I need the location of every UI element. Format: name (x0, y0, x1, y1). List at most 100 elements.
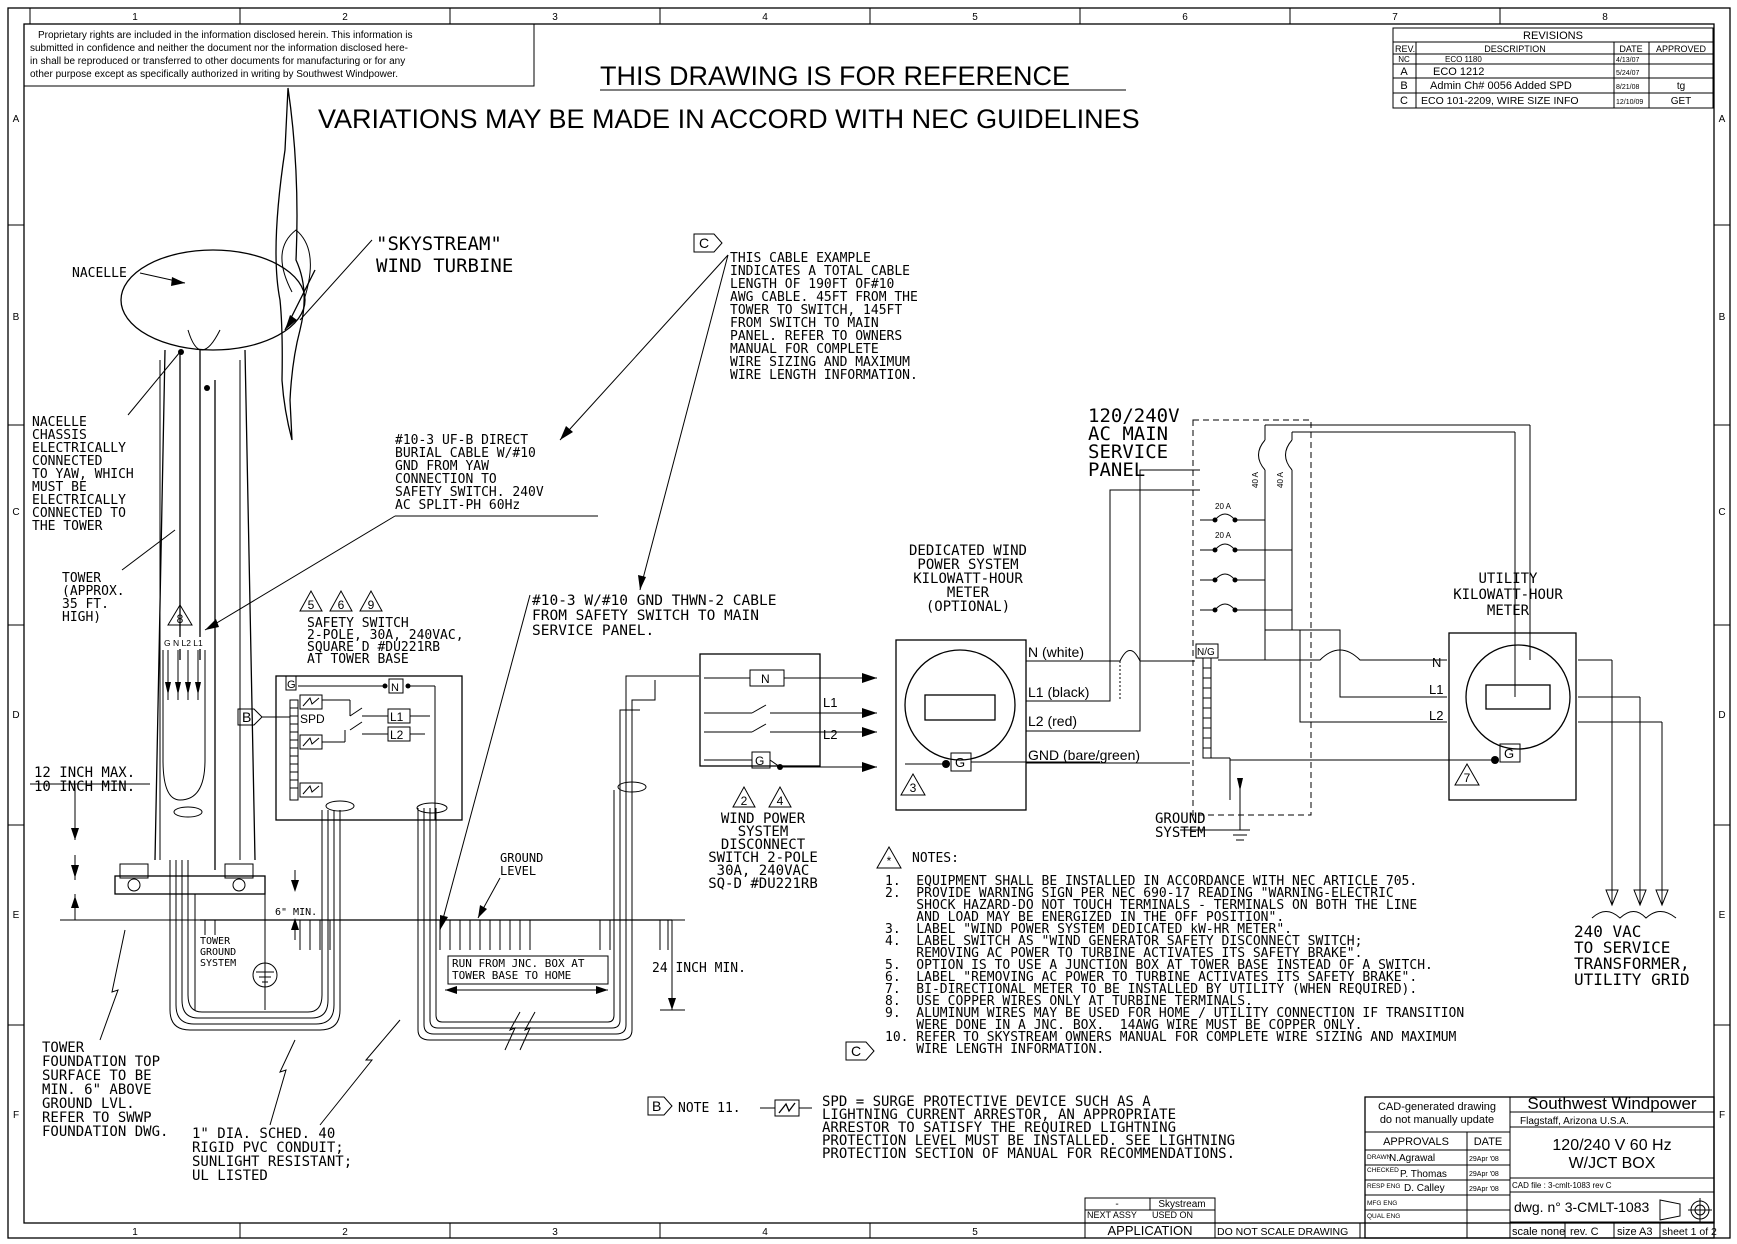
note-ref: 5 (308, 598, 315, 612)
rev-cell: A (1400, 66, 1408, 78)
mfg-label: MFG ENG (1367, 1200, 1397, 1207)
chassis-note-line: THE TOWER (32, 519, 103, 534)
checked-label: CHECKED (1367, 1167, 1399, 1174)
col-label: 1 (132, 1227, 138, 1238)
company-location: Flagstaff, Arizona U.S.A. (1520, 1116, 1629, 1127)
do-not-scale: DO NOT SCALE DRAWING (1217, 1226, 1348, 1238)
tower-foundation (30, 783, 266, 1010)
conduit-note-line: 1" DIA. SCHED. 40 (192, 1126, 335, 1142)
conduit-note-line: RIGID PVC CONDUIT; (192, 1140, 344, 1156)
tower-ground-line: SYSTEM (200, 958, 236, 969)
wind-turbine (120, 87, 316, 870)
row-label: A (13, 114, 20, 125)
rev-header: DESCRIPTION (1484, 44, 1546, 54)
breakers (1200, 424, 1530, 630)
note-line: 10. REFER TO SKYSTREAM OWNERS MANUAL FOR… (885, 1030, 1457, 1045)
tower-safety-switch: G N L1 L2 B SPD (237, 675, 463, 821)
note-11: B NOTE 11. SPD = SURGE PROTECTIVE DEVICE… (647, 1094, 1235, 1162)
disc-n: N (761, 672, 770, 686)
conduit-note-line: UL LISTED (192, 1168, 268, 1184)
note-ref: 8 (177, 612, 184, 626)
drawn-by: N.Agrawal (1389, 1153, 1435, 1164)
revision: rev. C (1570, 1226, 1599, 1238)
main-service-panel: 120/240V AC MAIN SERVICE PANEL N/G 20 A … (1088, 405, 1530, 841)
row-label: F (13, 1110, 19, 1121)
uf-cable-line: GND FROM YAW (395, 459, 489, 474)
chassis-note-line: ELECTRICALLY (32, 493, 126, 508)
col-label: 5 (972, 1227, 978, 1238)
tower-note-line: TOWER (62, 571, 101, 586)
grid-note-line: UTILITY GRID (1574, 970, 1690, 989)
thwn-cable-line: #10-3 W/#10 GND THWN-2 CABLE (532, 593, 776, 609)
disc-l2: L2 (823, 727, 837, 742)
rev-c-mark: C (851, 1043, 861, 1059)
util-meter-line: METER (1487, 603, 1530, 619)
rev-cell: ECO 1212 (1433, 66, 1484, 78)
wire-label: L2 (red) (1028, 713, 1077, 729)
thwn-cable-note: #10-3 W/#10 GND THWN-2 CABLE FROM SAFETY… (439, 593, 776, 931)
turbine-label-line: WIND TURBINE (376, 255, 513, 277)
proprietary-line: submitted in confidence and neither the … (30, 43, 408, 54)
row-label: A (1719, 114, 1726, 125)
burial-depth-label: 24 INCH MIN. (652, 961, 746, 976)
wire-label: N (white) (1028, 644, 1084, 660)
col-label: 8 (1602, 12, 1608, 23)
safety-switch-line: SQUARE D #DU221RB (307, 640, 440, 655)
breaker-rating: 20 A (1215, 531, 1232, 540)
sheet-size: size A3 (1617, 1226, 1652, 1238)
safety-switch-note: 5 6 9 SAFETY SWITCH 2-POLE, 30A, 240VAC,… (299, 589, 464, 667)
breaker-rating: 40 A (1276, 471, 1285, 488)
chassis-note: NACELLE CHASSIS ELECTRICALLY CONNECTED T… (32, 351, 181, 534)
nacelle-label: NACELLE (72, 266, 127, 281)
col-label: 4 (762, 1227, 768, 1238)
wire-label: L1 (black) (1028, 684, 1089, 700)
chassis-note-line: TO YAW, WHICH (32, 467, 134, 482)
revisions-table: REVISIONS REV. DESCRIPTION DATE APPROVED… (1392, 27, 1714, 109)
note-line: 5. OPTION IS TO USE A JUNCTION BOX AT TO… (885, 958, 1433, 973)
meter-dial-icon (904, 649, 1016, 761)
cable-example-line: AWG CABLE. 45FT FROM THE (730, 290, 918, 305)
tower-ground-system: TOWER GROUND SYSTEM (200, 925, 278, 988)
cable-example-line: PANEL. REFER TO OWNERS (730, 329, 902, 344)
rev-cell: 4/13/07 (1616, 57, 1639, 64)
note-11-label: NOTE 11. (678, 1101, 741, 1116)
scale: scale none (1512, 1226, 1565, 1238)
disc-switch-line: SWITCH 2-POLE (708, 850, 818, 866)
b-mark: B (242, 709, 251, 725)
panel-label-line: PANEL (1088, 459, 1145, 481)
rev-c-mark: C (699, 235, 709, 251)
ded-meter-line: KILOWATT-HOUR (913, 571, 1023, 587)
nacelle-shape (120, 249, 306, 351)
foundation-note-line: SURFACE TO BE (42, 1068, 152, 1084)
cable-example-line: WIRE LENGTH INFORMATION. (730, 368, 918, 383)
cable-example-line: THIS CABLE EXAMPLE (730, 251, 871, 266)
ng-bar: N/G (1197, 647, 1215, 658)
used-on-label: USED ON (1152, 1210, 1193, 1220)
switch-g: G (287, 679, 296, 691)
thwn-cable-line: FROM SAFETY SWITCH TO MAIN (532, 608, 759, 624)
note-ref: 6 (338, 598, 345, 612)
panel-label-line: AC MAIN (1088, 423, 1168, 445)
row-label: B (1719, 312, 1726, 323)
col-label: 7 (1392, 12, 1398, 23)
spd-device-1 (299, 694, 323, 710)
note-ref: 7 (1464, 771, 1471, 785)
panel-label-line: 120/240V (1088, 405, 1180, 427)
next-assy-value: - (1115, 1199, 1118, 1210)
uf-cable-note: #10-3 UF-B DIRECT BURIAL CABLE W/#10 GND… (204, 433, 598, 631)
note-line: 8. USE COPPER WIRES ONLY AT TURBINE TERM… (885, 994, 1253, 1009)
run-from-note: RUN FROM JNC. BOX AT TOWER BASE TO HOME (445, 955, 609, 994)
disconnect-switch: N G L1 L2 2 4 WIND POWER SYSTEM DISCONNE… (699, 653, 877, 892)
proprietary-line: Proprietary rights are included in the i… (38, 30, 412, 41)
dedicated-meter: DEDICATED WIND POWER SYSTEM KILOWATT-HOU… (895, 543, 1100, 811)
switch-l1: L1 (390, 710, 404, 724)
ground-system-line: GROUND (1155, 811, 1206, 827)
note-line: REMOVING AC POWER TO TURBINE ACTIVATES I… (885, 946, 1362, 961)
row-label: B (13, 312, 20, 323)
util-meter-line: KILOWATT-HOUR (1453, 587, 1563, 603)
notes-title: NOTES: (912, 851, 959, 866)
cable-example-note: C THIS CABLE EXAMPLE INDICATES A TOTAL C… (559, 233, 918, 591)
ded-meter-line: DEDICATED WIND (909, 543, 1027, 559)
